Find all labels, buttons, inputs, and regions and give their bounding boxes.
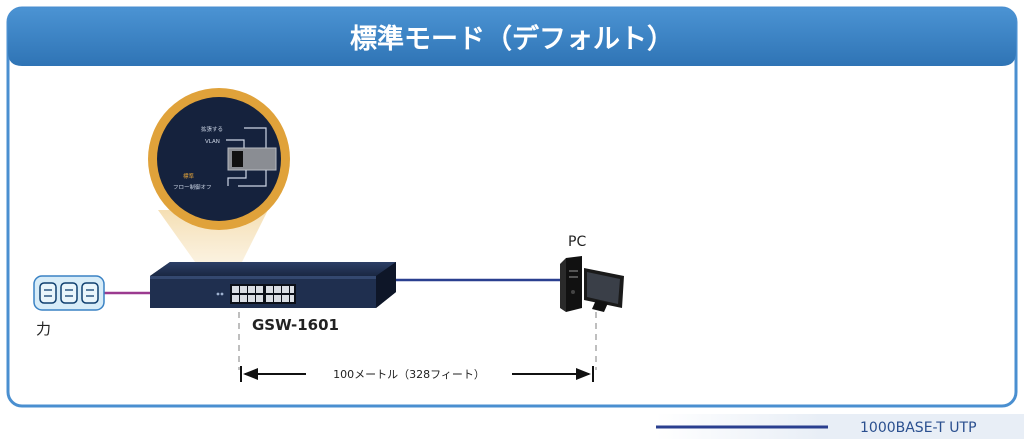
dip-switch-zoom: 拡張する VLAN 標準 フロー制御オフ bbox=[148, 88, 290, 230]
distance-label: 100メートル（328フィート） bbox=[333, 368, 485, 381]
switch-model-label: GSW-1601 bbox=[252, 316, 339, 334]
legend bbox=[656, 414, 1024, 439]
zoom-label-standard: 標準 bbox=[183, 172, 195, 180]
switch-device bbox=[150, 262, 396, 308]
distance-indicator bbox=[238, 312, 597, 382]
power-outlet-icon bbox=[39, 282, 57, 304]
pc-icon bbox=[560, 256, 624, 312]
legend-label: 1000BASE-T UTP bbox=[860, 420, 977, 436]
power-outlet-icon bbox=[81, 282, 99, 304]
power-outlet-icon bbox=[60, 282, 78, 304]
power-strip bbox=[33, 275, 105, 311]
zoom-label-vlan: VLAN bbox=[205, 139, 220, 145]
zoom-label-expand: 拡張する bbox=[201, 125, 223, 133]
power-label: 力 bbox=[36, 320, 51, 338]
page-title: 標準モード（デフォルト） bbox=[350, 23, 674, 55]
pc-label: PC bbox=[568, 234, 586, 250]
diagram-frame bbox=[6, 6, 1018, 408]
switch-ports bbox=[230, 284, 296, 304]
zoom-cone bbox=[158, 210, 268, 290]
zoom-label-flow: フロー制御オフ bbox=[173, 183, 212, 191]
